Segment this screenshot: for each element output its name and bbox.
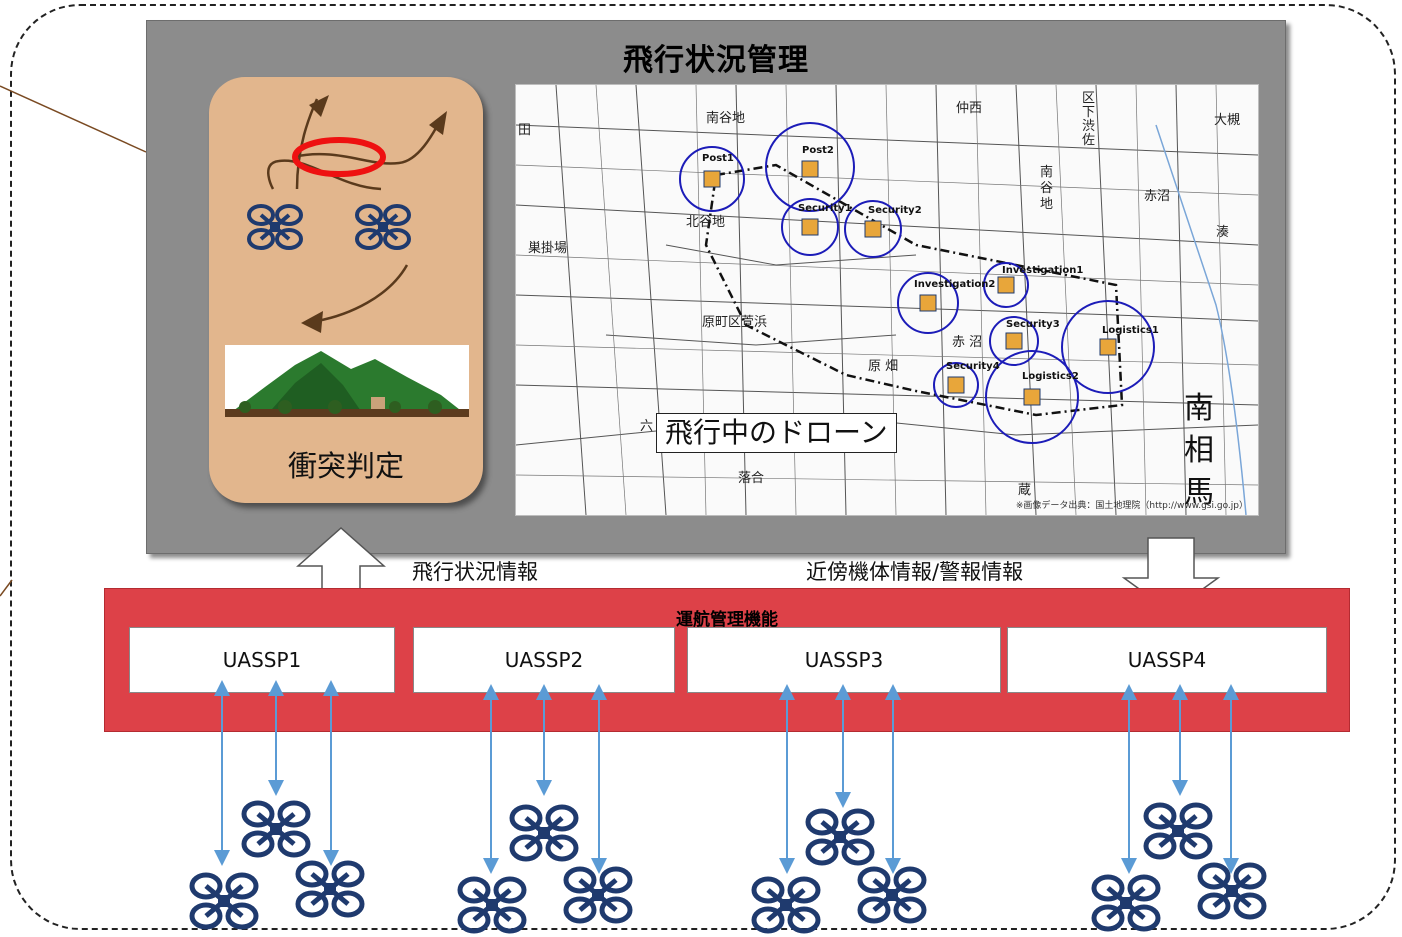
place-name: 巣掛場 bbox=[528, 241, 568, 256]
collision-ring-icon bbox=[292, 137, 386, 177]
flight-status-info-label: 飛行状況情報 bbox=[412, 560, 538, 584]
place-name: 六 bbox=[640, 419, 654, 434]
quadcopter-icon bbox=[355, 204, 411, 250]
quadcopter-icon bbox=[1094, 877, 1158, 929]
place-name: 区 bbox=[1082, 91, 1096, 106]
drone-tag: Investigation2 bbox=[914, 279, 996, 290]
place-name: 地 bbox=[1040, 197, 1054, 212]
map-credit: ※画像データ出典：国土地理院（http://www.gsi.go.jp） bbox=[1015, 501, 1248, 511]
place-name: 渋 bbox=[1082, 119, 1096, 134]
flight-map: 南谷地 仲西 区 下 渋 佐 大槻 田 南 谷 地 赤沼 湊 北谷地 巣掛場 原… bbox=[515, 84, 1259, 516]
place-name: 仲西 bbox=[956, 101, 983, 116]
drone-tag: Security4 bbox=[946, 361, 1000, 372]
quadcopter-icon bbox=[754, 879, 818, 931]
place-name: 南谷地 bbox=[706, 111, 746, 126]
place-name: 原町区萱浜 bbox=[702, 315, 768, 330]
uassp-box: UASSP3 bbox=[687, 627, 1001, 693]
quadcopter-icon bbox=[566, 869, 630, 921]
quadcopter-icon bbox=[298, 863, 362, 915]
place-name: 赤沼 bbox=[1144, 189, 1171, 204]
drone-tag: Logistics2 bbox=[1022, 371, 1079, 382]
drone-tag: Investigation1 bbox=[1002, 265, 1084, 276]
place-name: 落合 bbox=[738, 471, 765, 486]
drone-tag: Security3 bbox=[1006, 319, 1060, 330]
quadcopter-icon bbox=[1146, 805, 1210, 857]
place-name: 赤 沼 bbox=[952, 335, 983, 350]
place-name: 南 bbox=[1040, 165, 1054, 180]
collision-illustration bbox=[225, 95, 469, 417]
place-name: 湊 bbox=[1216, 225, 1230, 240]
system-boundary bbox=[10, 4, 1396, 930]
neighbor-alert-info-label: 近傍機体情報/警報情報 bbox=[806, 560, 1024, 584]
drone-tag: Post2 bbox=[802, 145, 834, 156]
place-name: 佐 bbox=[1082, 133, 1096, 148]
drone-tag: Post1 bbox=[702, 153, 734, 164]
quadcopter-icon bbox=[247, 204, 303, 250]
place-name: 蔵 bbox=[1018, 483, 1032, 498]
map-large-text: 馬 bbox=[1184, 475, 1214, 510]
quadcopter-icon bbox=[244, 803, 308, 855]
uassp-box: UASSP1 bbox=[129, 627, 395, 693]
drone-tag: Security1 bbox=[798, 203, 852, 214]
drone-tag: Security2 bbox=[868, 205, 922, 216]
place-name: 下 bbox=[1082, 105, 1096, 120]
mountain-landscape-icon bbox=[225, 345, 469, 417]
quadcopter-icon bbox=[460, 879, 524, 931]
panel-title: 飛行状況管理 bbox=[623, 43, 809, 78]
place-name: 大槻 bbox=[1214, 113, 1241, 128]
map-large-text: 相 bbox=[1184, 433, 1214, 468]
collision-judgement-card: 衝突判定 bbox=[209, 77, 483, 503]
operations-title: 運航管理機能 bbox=[676, 610, 778, 630]
quadcopter-icon bbox=[808, 811, 872, 863]
map-linework bbox=[516, 85, 1258, 515]
place-name: 田 bbox=[518, 123, 532, 138]
quadcopter-icon bbox=[512, 807, 576, 859]
collision-judgement-label: 衝突判定 bbox=[287, 449, 404, 483]
place-name: 原 畑 bbox=[868, 359, 899, 374]
drone-tag: Logistics1 bbox=[1102, 325, 1159, 336]
quadcopter-icon bbox=[192, 875, 256, 927]
map-large-text: 南 bbox=[1184, 391, 1214, 426]
quadcopter-icon bbox=[860, 869, 924, 921]
quadcopter-icon bbox=[1200, 865, 1264, 917]
flight-management-panel: 飛行状況管理 bbox=[146, 20, 1286, 554]
place-name: 北谷地 bbox=[686, 215, 726, 230]
operations-management-band: 運航管理機能 UASSP1 UASSP2 UASSP3 UASSP4 bbox=[104, 588, 1350, 732]
uassp-box: UASSP4 bbox=[1007, 627, 1327, 693]
place-name: 谷 bbox=[1040, 181, 1054, 196]
in-flight-drones-label: 飛行中のドローン bbox=[656, 413, 897, 453]
